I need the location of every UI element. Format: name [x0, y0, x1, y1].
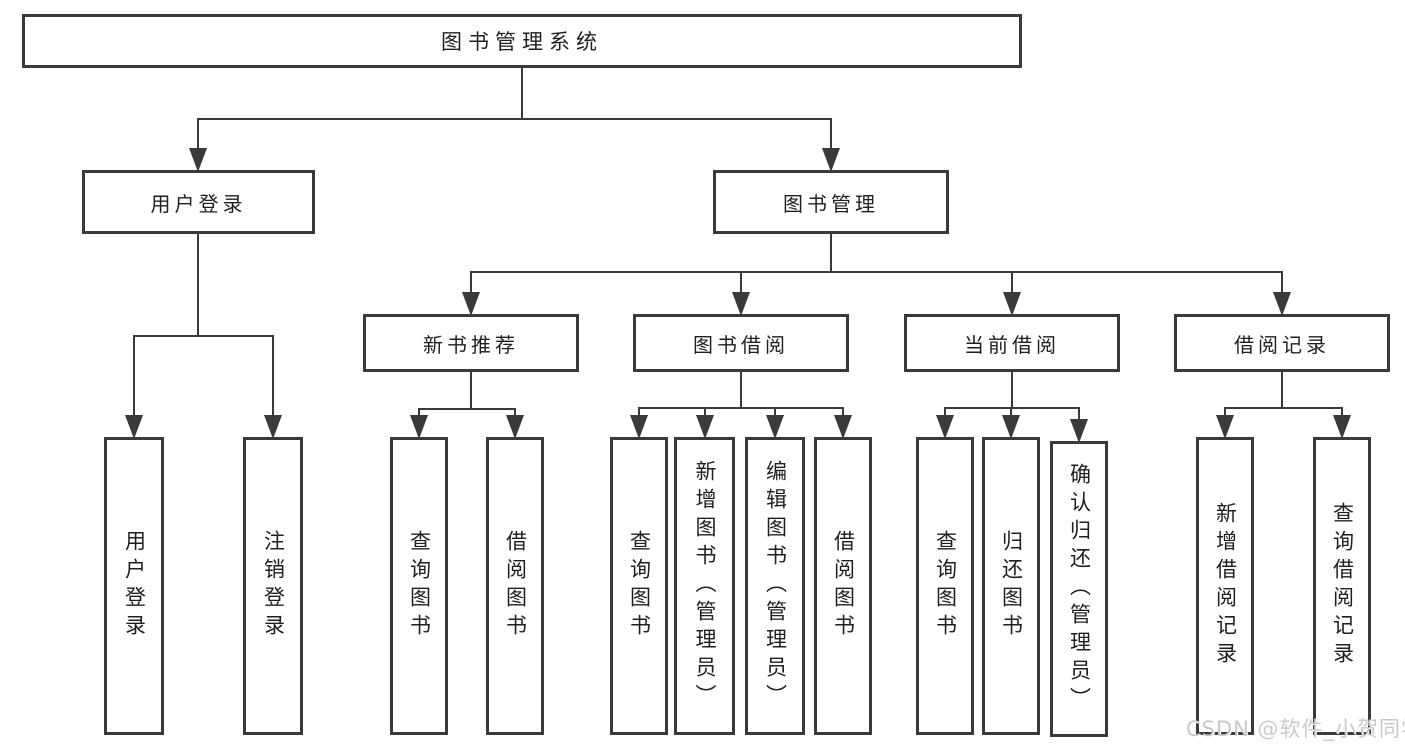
node-return-books: 归还图书: [982, 437, 1040, 735]
node-user-login-action: 用户登录: [104, 437, 164, 735]
node-label: 注销登录: [261, 530, 286, 642]
node-label: 查询图书: [407, 530, 432, 642]
node-user-login: 用户登录: [82, 170, 315, 234]
arrowhead-down-icon: [834, 415, 852, 439]
node-book-borrow: 图书借阅: [633, 314, 849, 372]
connector: [774, 407, 776, 419]
node-label: 查询图书: [627, 530, 652, 642]
connector: [704, 407, 706, 419]
connector: [197, 234, 199, 336]
node-label: 归还图书: [999, 530, 1024, 642]
arrowhead-down-icon: [630, 415, 648, 439]
csdn-watermark: CSDN @软件_小贺同学: [1186, 717, 1405, 741]
connector: [514, 408, 516, 419]
arrowhead-down-icon: [732, 292, 750, 316]
connector: [1281, 271, 1283, 296]
connector: [197, 118, 199, 152]
node-logout-action: 注销登录: [243, 437, 303, 735]
node-label: 借阅图书: [503, 530, 528, 642]
connector: [1011, 372, 1013, 409]
node-add-borrow-record: 新增借阅记录: [1196, 437, 1254, 735]
arrowhead-down-icon: [696, 415, 714, 439]
arrowhead-down-icon: [1003, 292, 1021, 316]
connector: [470, 271, 472, 296]
node-query-books: 查询图书: [610, 437, 668, 735]
node-label: 查询图书: [933, 530, 958, 642]
node-borrow-books: 借阅图书: [486, 437, 544, 735]
connector: [418, 408, 420, 419]
connector: [521, 68, 523, 120]
arrowhead-down-icon: [936, 415, 954, 439]
node-label: 用户登录: [122, 530, 147, 642]
arrowhead-down-icon: [822, 148, 840, 172]
connector: [830, 118, 832, 152]
node-new-book-recommend: 新书推荐: [363, 314, 579, 372]
node-label: 查询借阅记录: [1330, 502, 1355, 670]
connector: [830, 234, 832, 273]
node-edit-books-admin: 编辑图书（管理员）: [745, 437, 805, 735]
arrowhead-down-icon: [264, 415, 282, 439]
node-label: 新增图书（管理员）: [693, 460, 717, 712]
connector: [133, 335, 274, 337]
connector: [1281, 372, 1283, 409]
connector: [133, 335, 135, 419]
connector: [842, 407, 844, 419]
arrowhead-down-icon: [1002, 415, 1020, 439]
arrowhead-down-icon: [1273, 292, 1291, 316]
node-label: 确认归还（管理员）: [1067, 463, 1092, 715]
connector: [418, 408, 516, 410]
arrowhead-down-icon: [1216, 415, 1234, 439]
connector: [740, 271, 742, 296]
connector: [1011, 271, 1013, 296]
arrowhead-down-icon: [506, 415, 524, 439]
connector: [740, 372, 742, 409]
connector: [1010, 407, 1012, 419]
node-label: 新增借阅记录: [1213, 502, 1238, 670]
connector: [470, 271, 1282, 273]
node-borrow-books: 借阅图书: [814, 437, 872, 735]
connector: [1224, 407, 1226, 419]
connector: [197, 118, 832, 120]
connector: [272, 335, 274, 419]
connector: [1341, 407, 1343, 419]
connector: [1078, 407, 1080, 423]
connector: [944, 407, 946, 419]
connector: [1224, 407, 1343, 409]
node-query-books: 查询图书: [390, 437, 448, 735]
node-query-books: 查询图书: [916, 437, 974, 735]
node-borrow-record: 借阅记录: [1174, 314, 1390, 372]
node-book-management: 图书管理: [713, 170, 949, 234]
arrowhead-down-icon: [1070, 419, 1088, 443]
connector: [470, 372, 472, 410]
arrowhead-down-icon: [1333, 415, 1351, 439]
node-confirm-return-admin: 确认归还（管理员）: [1050, 441, 1108, 737]
connector: [944, 407, 1080, 409]
arrowhead-down-icon: [410, 415, 428, 439]
arrowhead-down-icon: [462, 292, 480, 316]
node-label: 借阅图书: [831, 530, 856, 642]
node-add-books-admin: 新增图书（管理员）: [674, 437, 735, 735]
node-query-borrow-record: 查询借阅记录: [1313, 437, 1371, 735]
node-library-management-system: 图书管理系统: [22, 14, 1022, 68]
connector: [638, 407, 844, 409]
arrowhead-down-icon: [125, 415, 143, 439]
arrowhead-down-icon: [766, 415, 784, 439]
node-label: 编辑图书（管理员）: [763, 460, 788, 712]
node-current-borrow: 当前借阅: [904, 314, 1120, 372]
connector: [638, 407, 640, 419]
arrowhead-down-icon: [189, 148, 207, 172]
